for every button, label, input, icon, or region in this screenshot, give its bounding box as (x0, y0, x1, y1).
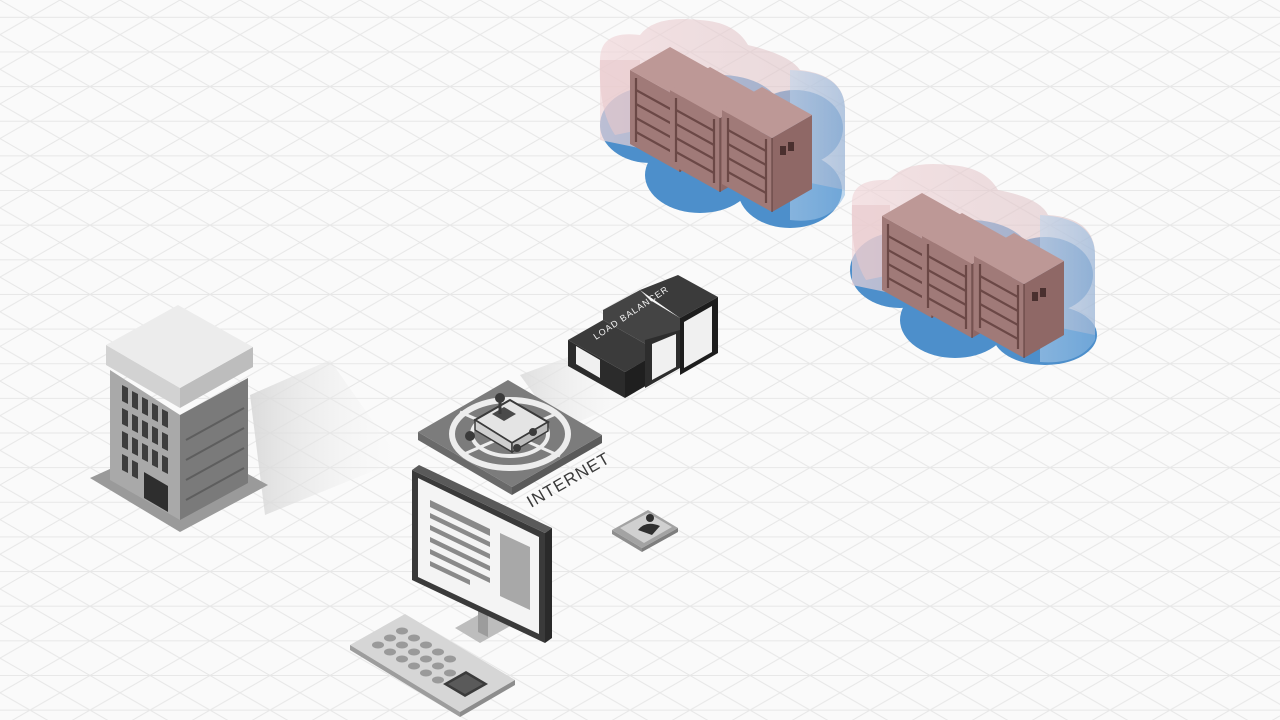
internet-globe-icon: INTERNET (418, 380, 614, 511)
building-door (144, 472, 168, 512)
cloud-datacenter-icon (599, 19, 845, 228)
keyboard (350, 614, 515, 717)
office-building-icon (90, 305, 400, 532)
monitor (412, 465, 552, 643)
building-shadow (250, 360, 400, 515)
desktop-computer-icon (350, 465, 552, 717)
cloud-datacenter-icon (850, 164, 1097, 365)
server-rack-icon (972, 231, 1066, 360)
server-racks (880, 191, 1066, 360)
load-balancer-icon: LOAD BALANCER (520, 275, 718, 430)
server-rack-icon (720, 85, 814, 214)
user-chip-icon (612, 510, 678, 552)
server-racks (628, 45, 814, 214)
